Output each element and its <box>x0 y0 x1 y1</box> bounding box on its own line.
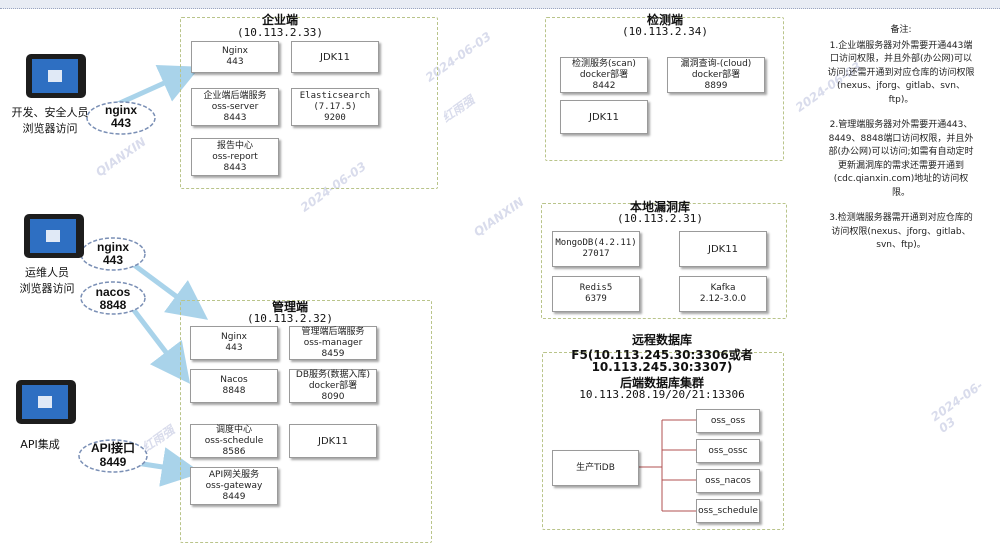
dev-user-label: 开发、安全人员 浏览器访问 <box>11 106 89 135</box>
elasticsearch-box: Elasticsearch(7.17.5)9200 <box>291 88 379 126</box>
region-enterprise <box>180 17 438 189</box>
oss-ossc-box: oss_ossc <box>696 439 760 463</box>
management-ip: (10.113.2.32) <box>246 312 334 325</box>
mgmt-jdk-box: JDK11 <box>289 424 377 458</box>
cloud-nacos: nacos 8848 <box>80 281 146 315</box>
svg-text:nginx: nginx <box>97 240 129 254</box>
detect-jdk-box: JDK11 <box>560 100 648 134</box>
cloud-nginx-1: nginx 443 <box>86 101 156 135</box>
cloud-nginx-2: nginx 443 <box>80 237 146 271</box>
region-management <box>180 300 432 543</box>
remote-db-line2: 10.113.245.30:3307) <box>591 360 733 374</box>
notes-item-1: 1.企业端服务器对外需要开通443端口访问权限，并且外部(办公网)可以访问;还需… <box>827 40 975 105</box>
svg-text:443: 443 <box>111 116 131 130</box>
remote-db-line1: F5(10.113.245.30:3306或者 <box>571 348 753 362</box>
enterprise-ip: (10.113.2.33) <box>236 26 324 39</box>
enterprise-jdk-box: JDK11 <box>291 41 379 73</box>
api-user-label: API集成 <box>20 438 60 451</box>
vulndb-title: 本地漏洞库 <box>629 200 690 214</box>
remote-db-title: 远程数据库 <box>631 333 692 347</box>
top-ruler <box>0 0 1000 9</box>
remote-db-line4: 10.113.208.19/20/21:13306 <box>579 388 745 401</box>
mongodb-box: MongoDB(4.2.11)27017 <box>552 231 640 267</box>
detect-title: 检测端 <box>646 13 683 27</box>
tablet-icon <box>24 214 84 258</box>
management-title: 管理端 <box>271 300 308 314</box>
notes: 备注: 1.企业端服务器对外需要开通443端口访问权限，并且外部(办公网)可以访… <box>826 24 976 265</box>
oss-schedule-db-box: oss_schedule <box>696 499 760 523</box>
tidb-box: 生产TiDB <box>552 450 639 486</box>
ops-user-label: 运维人员 浏览器访问 <box>19 266 75 295</box>
svg-text:API接口: API接口 <box>91 440 135 455</box>
vulndb-ip: (10.113.2.31) <box>616 212 704 225</box>
region-remote-db <box>542 352 784 530</box>
tidb-connectors <box>637 419 696 512</box>
svg-text:8449: 8449 <box>100 455 127 469</box>
notes-title: 备注: <box>890 25 912 35</box>
detect-ip: (10.113.2.34) <box>621 25 709 38</box>
svg-text:443: 443 <box>103 253 123 267</box>
remote-db-line3: 后端数据库集群 <box>619 376 704 390</box>
svg-text:8848: 8848 <box>100 298 127 312</box>
arrow-ops-nacos-to-mgmt <box>128 303 191 384</box>
svg-text:nginx: nginx <box>105 103 137 117</box>
notes-item-3: 3.检测端服务器需开通到对应仓库的访问权限(nexus、jforg、gitlab… <box>829 213 973 250</box>
tablet-icon <box>26 54 86 98</box>
vulndb-jdk-box: JDK11 <box>679 231 767 267</box>
oss-oss-box: oss_oss <box>696 409 760 433</box>
notes-item-2: 2.管理端服务器对外需要开通443、8449、8848端口访问权限，并且外部(办… <box>828 120 974 198</box>
cloud-api: API接口 8449 <box>78 439 148 473</box>
tablet-icon <box>16 380 76 424</box>
region-vulndb <box>541 203 787 319</box>
oss-nacos-box: oss_nacos <box>696 469 760 493</box>
region-detect <box>545 17 784 161</box>
enterprise-title: 企业端 <box>261 13 298 27</box>
svg-text:nacos: nacos <box>96 285 131 299</box>
